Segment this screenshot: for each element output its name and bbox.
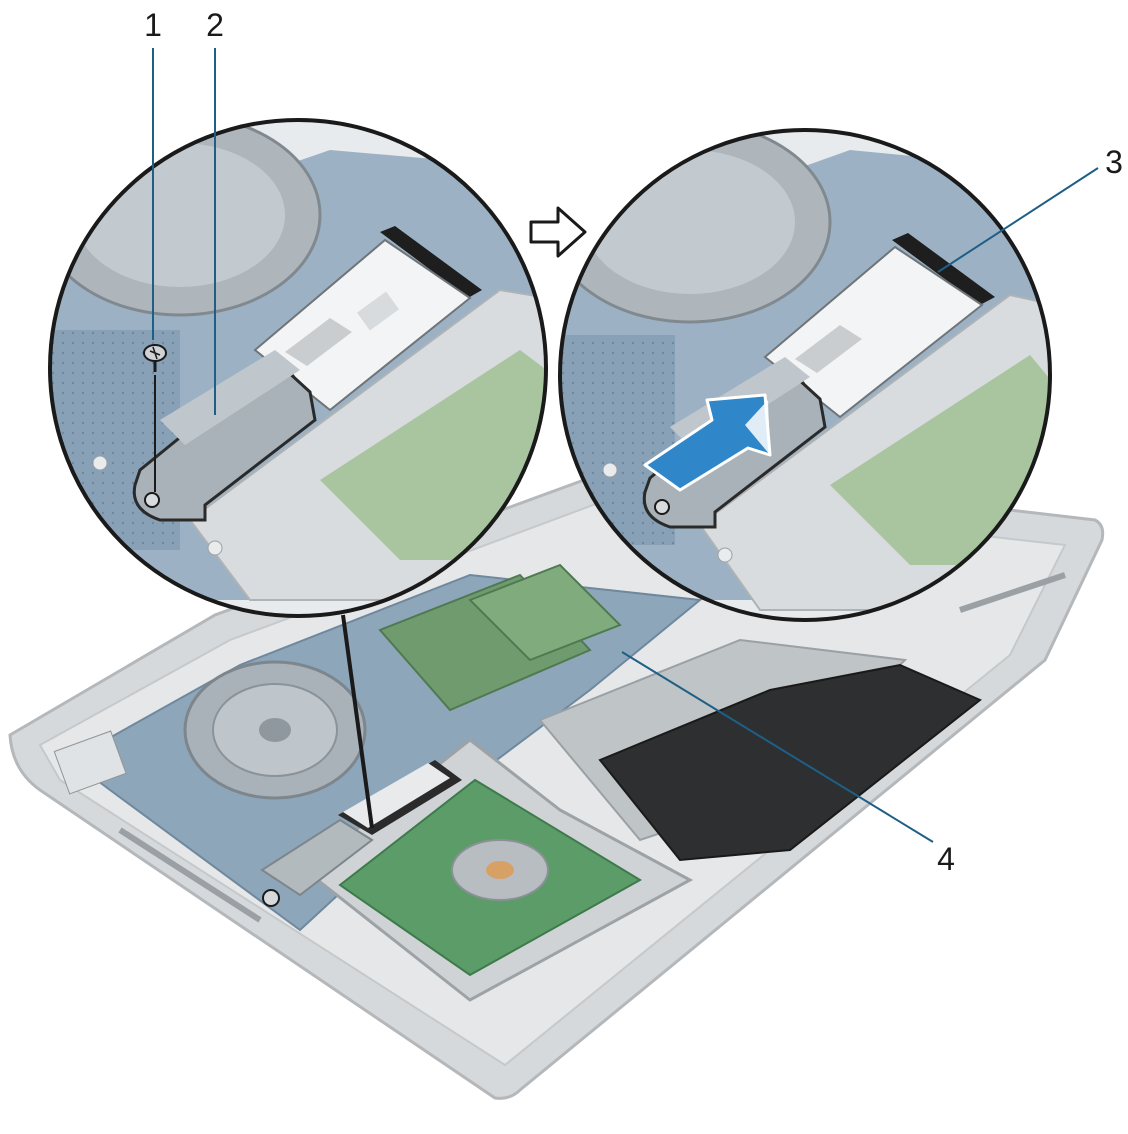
callout-label-1: 1: [144, 7, 162, 43]
memory-modules: [378, 563, 622, 712]
wireless-card: [53, 730, 127, 795]
callout-line-4: [621, 651, 934, 843]
slide-left-arrow-icon: [643, 393, 772, 492]
laptop-base: [8, 463, 1105, 1100]
callout-line-3: [937, 167, 1099, 273]
zoom-circle-right-border: [558, 128, 1052, 622]
ssd-bracket-left: [132, 358, 317, 522]
touchpad-surface: [598, 663, 982, 862]
zoom-connector-line: [341, 614, 374, 829]
callout-label-3: 3: [1105, 144, 1123, 180]
callout-label-2: 2: [206, 7, 224, 43]
system-fan: [183, 660, 367, 800]
zoom-circle-right: [560, 130, 1050, 620]
zoom-circle-left-border: [48, 118, 548, 618]
zoom-circle-left: [50, 120, 546, 616]
callouts: 1 2 3 4: [144, 7, 1123, 877]
screw-icon: [143, 344, 167, 372]
zoom-fan-right: [560, 130, 832, 324]
callout-label-4: 4: [937, 841, 955, 877]
zoom-fan-left: [50, 120, 322, 317]
right-arrow-icon: [529, 206, 587, 258]
